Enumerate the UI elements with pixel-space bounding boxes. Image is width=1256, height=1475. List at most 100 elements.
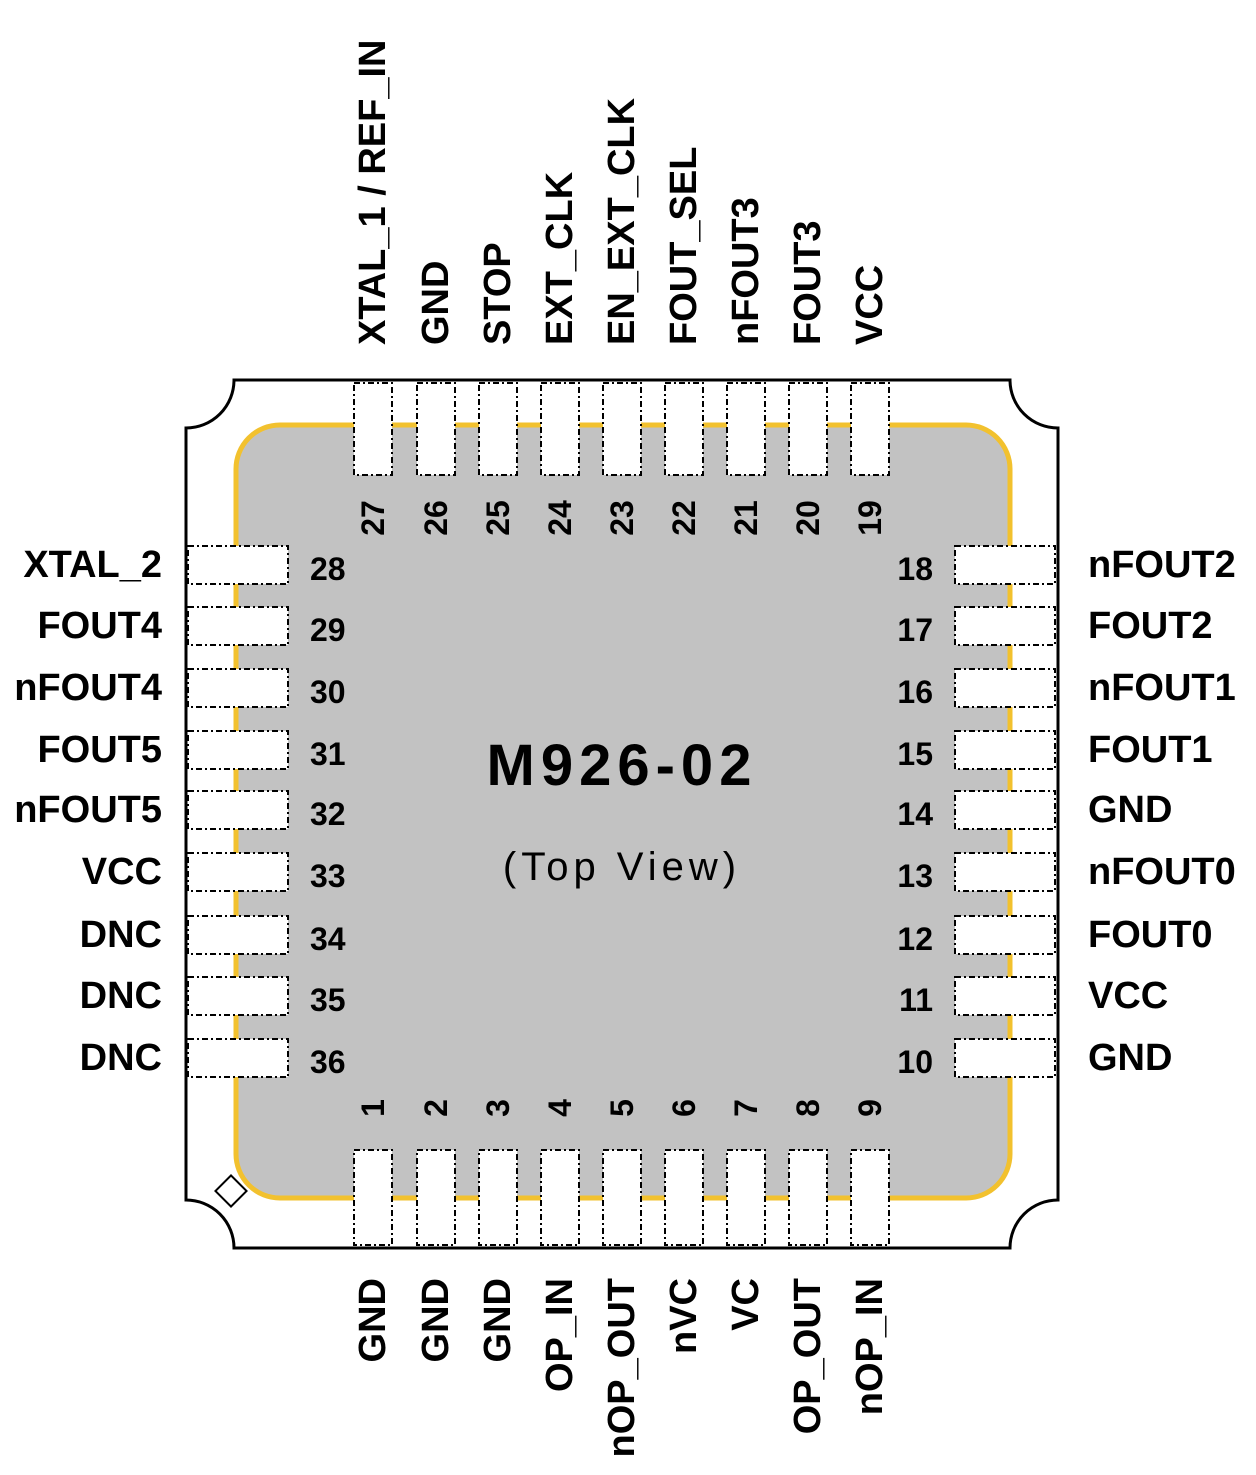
pad-pin-2 (416, 1149, 456, 1246)
pin-name-2: GND (415, 1278, 457, 1362)
view-label: (Top View) (503, 845, 741, 889)
pin-number-6: 6 (666, 1099, 702, 1117)
pin-name-13: nFOUT0 (1088, 851, 1236, 893)
pin-number-15: 15 (897, 736, 933, 772)
pad-pin-13 (954, 852, 1056, 892)
pin-name-6: nVC (663, 1278, 705, 1354)
pad-pin-9 (850, 1149, 890, 1246)
pin-number-22: 22 (666, 500, 702, 536)
pin-number-26: 26 (418, 500, 454, 536)
pin-number-17: 17 (897, 612, 933, 648)
pad-pin-23 (602, 382, 642, 476)
pin-name-10: GND (1088, 1037, 1172, 1079)
pin-number-2: 2 (418, 1099, 454, 1117)
pad-pin-12 (954, 915, 1056, 955)
pin-name-21: nFOUT3 (725, 197, 767, 345)
pad-pin-5 (602, 1149, 642, 1246)
pin-name-20: FOUT3 (787, 220, 829, 345)
pin-name-8: OP_OUT (787, 1278, 829, 1434)
pin-name-12: FOUT0 (1088, 914, 1213, 956)
pad-pin-19 (850, 382, 890, 476)
pad-pin-15 (954, 730, 1056, 770)
pin-number-8: 8 (790, 1099, 826, 1117)
pin-number-14: 14 (897, 796, 933, 832)
pin-number-11: 11 (899, 982, 933, 1018)
part-number: M926-02 (487, 733, 758, 798)
pin-name-31: FOUT5 (37, 729, 162, 771)
pin-number-3: 3 (480, 1099, 516, 1117)
pin-name-28: XTAL_2 (23, 544, 162, 586)
pin-number-12: 12 (897, 921, 933, 957)
pin-number-28: 28 (310, 551, 346, 587)
pad-pin-28 (187, 545, 289, 585)
pin-number-4: 4 (542, 1099, 578, 1117)
pad-pin-4 (540, 1149, 580, 1246)
pad-pin-8 (788, 1149, 828, 1246)
pin-name-36: DNC (80, 1037, 162, 1079)
pin-number-23: 23 (604, 500, 640, 536)
pin-name-22: FOUT_SEL (663, 147, 705, 345)
pin-name-23: EN_EXT_CLK (601, 97, 643, 345)
pad-pin-35 (187, 976, 289, 1016)
pad-pin-22 (664, 382, 704, 476)
pad-group (187, 382, 1056, 1246)
pin-number-27: 27 (355, 500, 391, 536)
pad-pin-21 (726, 382, 766, 476)
pin1-marker (214, 1174, 248, 1208)
pin-number-16: 16 (897, 674, 933, 710)
pin-name-group: GND GND GND OP_IN nOP_OUT nVC VC OP_OUT nOP_IN VC… (14, 40, 1236, 1458)
pad-pin-6 (664, 1149, 704, 1246)
pad-pin-31 (187, 730, 289, 770)
pad-pin-29 (187, 606, 289, 646)
die-area (233, 422, 1013, 1201)
pin-name-14: GND (1088, 789, 1172, 831)
pin-name-27: XTAL_1 / REF_IN (352, 40, 394, 345)
pin-name-1: GND (352, 1278, 394, 1362)
pin-name-33: VCC (82, 851, 162, 893)
pin-name-9: nOP_IN (849, 1278, 891, 1415)
pin-number-32: 32 (310, 796, 346, 832)
pin-name-18: nFOUT2 (1088, 544, 1236, 586)
pin-number-36: 36 (310, 1044, 346, 1080)
pin-number-9: 9 (852, 1099, 888, 1117)
pin-name-3: GND (477, 1278, 519, 1362)
pin-name-30: nFOUT4 (14, 667, 162, 709)
pin-name-11: VCC (1088, 975, 1168, 1017)
pin-name-16: nFOUT1 (1088, 667, 1236, 709)
pin-name-7: VC (725, 1278, 767, 1331)
pad-pin-26 (416, 382, 456, 476)
pin-number-33: 33 (310, 858, 346, 894)
pin-name-19: VCC (849, 265, 891, 345)
pin-name-5: nOP_OUT (601, 1278, 643, 1457)
pad-pin-16 (954, 668, 1056, 708)
pin-number-25: 25 (480, 500, 516, 536)
pin-name-32: nFOUT5 (14, 789, 162, 831)
pad-pin-10 (954, 1038, 1056, 1078)
pin-number-5: 5 (604, 1099, 640, 1117)
pad-pin-1 (353, 1149, 393, 1246)
pad-pin-18 (954, 545, 1056, 585)
pin-number-7: 7 (728, 1099, 764, 1117)
pin-number-31: 31 (310, 736, 346, 772)
pin-number-21: 21 (728, 500, 764, 536)
pad-pin-24 (540, 382, 580, 476)
pad-pin-27 (353, 382, 393, 476)
pin-name-4: OP_IN (539, 1278, 581, 1392)
pin-number-20: 20 (790, 500, 826, 536)
pin-name-26: GND (415, 261, 457, 345)
pad-pin-32 (187, 790, 289, 830)
pad-pin-34 (187, 915, 289, 955)
pin-name-34: DNC (80, 914, 162, 956)
pin-name-15: FOUT1 (1088, 729, 1213, 771)
pin-name-35: DNC (80, 975, 162, 1017)
pad-pin-7 (726, 1149, 766, 1246)
pin-number-34: 34 (310, 921, 346, 957)
pad-pin-11 (954, 976, 1056, 1016)
pin-number-1: 1 (355, 1099, 391, 1117)
pad-pin-36 (187, 1038, 289, 1078)
pad-pin-20 (788, 382, 828, 476)
pin-number-18: 18 (897, 551, 933, 587)
pin-number-35: 35 (310, 982, 346, 1018)
pin-number-30: 30 (310, 674, 346, 710)
